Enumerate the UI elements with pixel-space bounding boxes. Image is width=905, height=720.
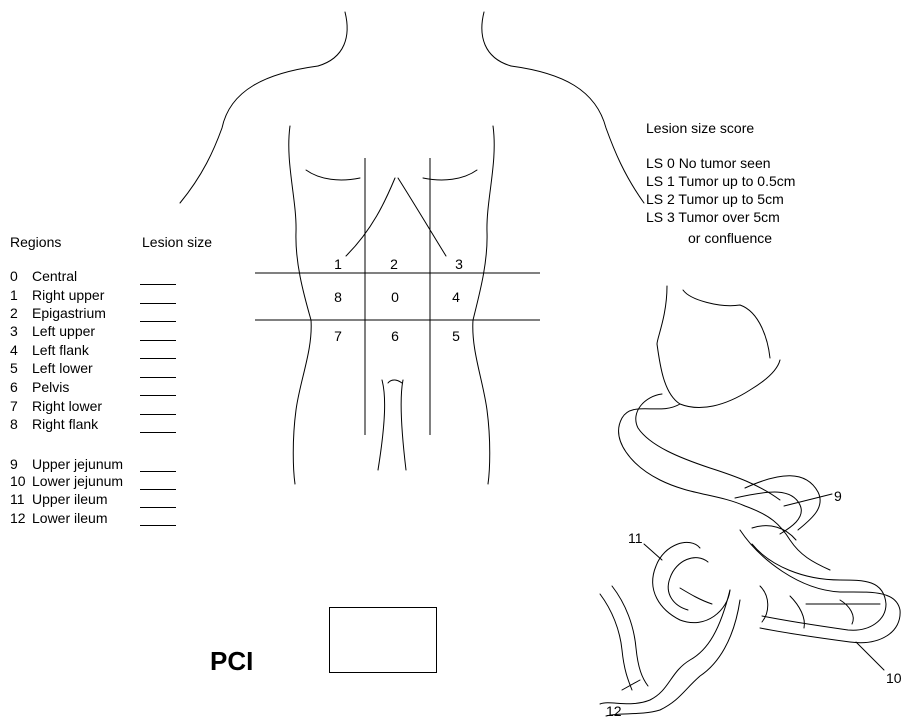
left-leg-line bbox=[378, 380, 385, 470]
region-2-lesion-blank[interactable] bbox=[140, 321, 176, 322]
region-4-number: 4 bbox=[10, 341, 18, 359]
leader-line-10 bbox=[856, 642, 884, 670]
region-2-name: Epigastrium bbox=[32, 304, 106, 322]
right-leg-line bbox=[401, 380, 406, 470]
bowel-label-10: 10 bbox=[886, 669, 902, 687]
region-5-number: 5 bbox=[10, 359, 18, 377]
neck-left-line bbox=[318, 12, 347, 66]
lesion-score-ls3-continuation: or confluence bbox=[688, 229, 772, 247]
jejunum-loop-2 bbox=[735, 492, 801, 534]
lesion-size-score-title: Lesion size score bbox=[646, 119, 754, 137]
duodenum-outer bbox=[619, 404, 830, 570]
jejunum-body-inner bbox=[752, 544, 886, 630]
region-2-number: 2 bbox=[10, 304, 18, 322]
region-4-name: Left flank bbox=[32, 341, 89, 359]
jejunum-loop-1 bbox=[745, 476, 820, 530]
region-1-lesion-blank[interactable] bbox=[140, 303, 176, 304]
region-0-number: 0 bbox=[10, 267, 18, 285]
region-6-name: Pelvis bbox=[32, 378, 69, 396]
region-9-number: 9 bbox=[10, 455, 18, 473]
left-shoulder-arm-outline bbox=[180, 66, 318, 203]
region-label-3: 3 bbox=[449, 256, 469, 272]
ileum-lower-left-2 bbox=[612, 586, 648, 686]
region-label-7: 7 bbox=[328, 328, 348, 344]
right-rib-arch bbox=[398, 178, 446, 256]
region-4-lesion-blank[interactable] bbox=[140, 358, 176, 359]
region-10-lesion-blank[interactable] bbox=[140, 489, 176, 490]
region-11-lesion-blank[interactable] bbox=[140, 507, 176, 508]
region-label-6: 6 bbox=[385, 328, 405, 344]
leader-line-11 bbox=[644, 544, 662, 560]
region-12-number: 12 bbox=[10, 509, 26, 527]
ileum-lower-left bbox=[600, 594, 632, 690]
region-8-lesion-blank[interactable] bbox=[140, 432, 176, 433]
region-8-name: Right flank bbox=[32, 415, 98, 433]
region-8-number: 8 bbox=[10, 415, 18, 433]
region-label-0: 0 bbox=[385, 289, 405, 305]
right-shoulder-arm-outline bbox=[511, 66, 644, 203]
region-5-name: Left lower bbox=[32, 359, 93, 377]
region-12-name: Lower ileum bbox=[32, 509, 107, 527]
ileum-descending-inner bbox=[606, 600, 740, 716]
stomach-outline-inner bbox=[683, 290, 770, 358]
region-0-name: Central bbox=[32, 267, 77, 285]
region-11-name: Upper ileum bbox=[32, 490, 107, 508]
bowel-label-12: 12 bbox=[606, 702, 622, 720]
duodenum-inner bbox=[636, 394, 780, 500]
region-3-number: 3 bbox=[10, 322, 18, 340]
bowel-label-11: 11 bbox=[628, 529, 643, 547]
region-0-lesion-blank[interactable] bbox=[140, 284, 176, 285]
region-1-name: Right upper bbox=[32, 286, 104, 304]
bowel-fold-6 bbox=[680, 588, 712, 604]
left-rib-arch bbox=[346, 178, 395, 256]
lesion-score-ls0: LS 0 No tumor seen bbox=[646, 154, 771, 172]
lesion-score-ls2: LS 2 Tumor up to 5cm bbox=[646, 190, 784, 208]
region-6-number: 6 bbox=[10, 378, 18, 396]
lesion-score-ls3: LS 3 Tumor over 5cm bbox=[646, 208, 780, 226]
lesion-size-header: Lesion size bbox=[142, 233, 212, 251]
region-7-name: Right lower bbox=[32, 397, 102, 415]
region-10-number: 10 bbox=[10, 472, 26, 490]
stomach-outline-outer bbox=[657, 286, 780, 408]
region-6-lesion-blank[interactable] bbox=[140, 395, 176, 396]
pci-score-box[interactable] bbox=[329, 607, 437, 673]
region-label-4: 4 bbox=[446, 289, 466, 305]
region-label-5: 5 bbox=[446, 328, 466, 344]
region-12-lesion-blank[interactable] bbox=[140, 525, 176, 526]
right-pectoral-curve bbox=[423, 170, 477, 180]
region-3-lesion-blank[interactable] bbox=[140, 340, 176, 341]
region-label-2: 2 bbox=[384, 256, 404, 272]
region-3-name: Left upper bbox=[32, 322, 95, 340]
region-label-1: 1 bbox=[328, 256, 348, 272]
ileum-descending-outer bbox=[600, 590, 730, 704]
region-5-lesion-blank[interactable] bbox=[140, 377, 176, 378]
region-10-name: Lower jejunum bbox=[32, 472, 123, 490]
region-7-number: 7 bbox=[10, 397, 18, 415]
regions-header: Regions bbox=[10, 233, 61, 251]
groin-line bbox=[388, 380, 402, 383]
torso-left-side bbox=[289, 126, 311, 484]
region-7-lesion-blank[interactable] bbox=[140, 414, 176, 415]
ileum-loop-upper bbox=[653, 542, 730, 622]
lesion-score-ls1: LS 1 Tumor up to 0.5cm bbox=[646, 172, 795, 190]
region-9-name: Upper jejunum bbox=[32, 455, 123, 473]
ileum-loop-upper-inner bbox=[668, 558, 708, 610]
region-11-number: 11 bbox=[10, 490, 25, 508]
torso-right-side bbox=[473, 126, 494, 484]
region-1-number: 1 bbox=[10, 286, 18, 304]
region-label-8: 8 bbox=[328, 289, 348, 305]
region-9-lesion-blank[interactable] bbox=[140, 471, 176, 472]
left-pectoral-curve bbox=[306, 170, 360, 180]
neck-right-line bbox=[482, 12, 511, 66]
bowel-label-9: 9 bbox=[834, 487, 842, 505]
pci-label: PCI bbox=[210, 646, 253, 677]
